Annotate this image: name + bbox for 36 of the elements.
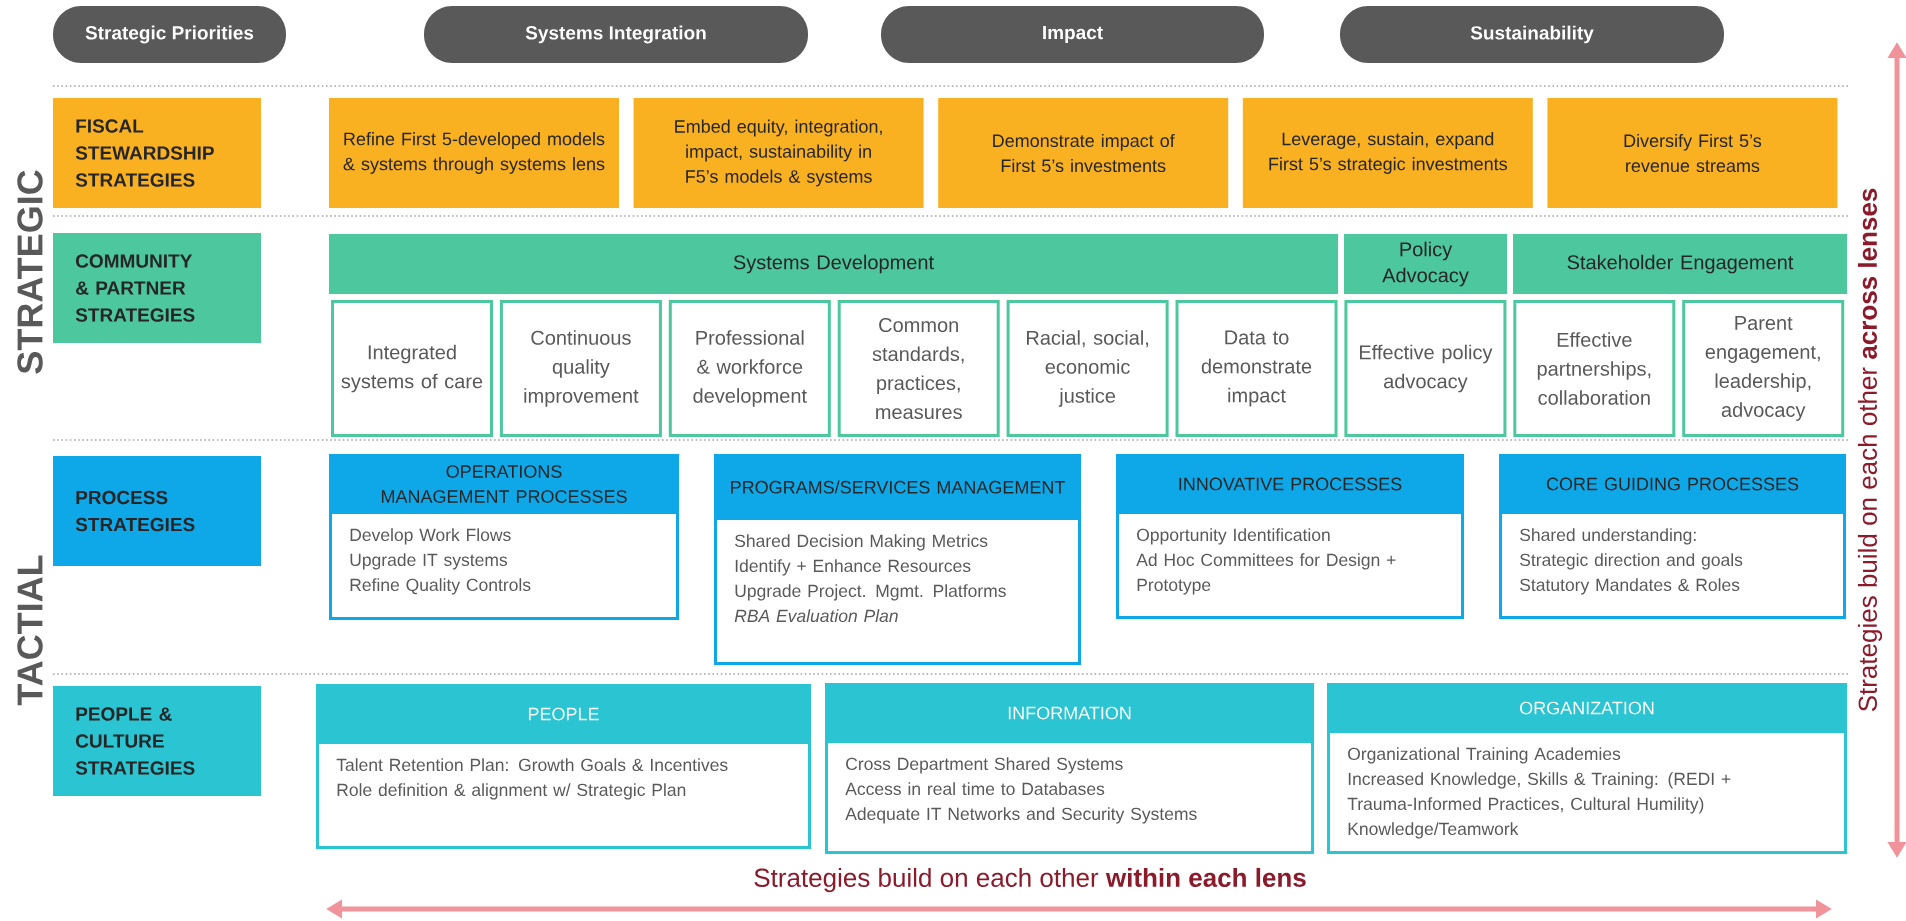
process-card: ORGANIZATION Organizational Training Academies Increased Knowledge, Skills & Training: (REDI + Trauma-Informed Practices, Cultural Humility) Knowledge/Teamwork <box>1327 683 1847 854</box>
row-heading-box: PROCESS STRATEGIES <box>53 456 261 566</box>
category-band: Policy Advocacy <box>1344 234 1507 294</box>
strategy-box: Racial, social, economic justice <box>1006 300 1169 437</box>
lens-label: STRATEGIC <box>17 170 43 374</box>
strategy-box: Effective policy advocacy <box>1344 300 1507 437</box>
priority-pill: Systems Integration <box>424 6 808 63</box>
process-card: OPERATIONS MANAGEMENT PROCESSES Develop Work Flows Upgrade IT systems Refine Quality Controls <box>329 454 679 620</box>
strategy-box: Embed equity, integration, impact, sustainability in F5’s models & systems <box>633 98 924 208</box>
strategy-box: Diversify First 5’s revenue streams <box>1547 98 1838 208</box>
row-heading-box: FISCAL STEWARDSHIP STRATEGIES <box>53 98 261 208</box>
strategy-box: Parent engagement, leadership, advocacy <box>1682 300 1845 437</box>
row-heading-box: PEOPLE & CULTURE STRATEGIES <box>53 686 261 796</box>
process-card: PROGRAMS/SERVICES MANAGEMENT Shared Decision Making Metrics Identify + Enhance Resources Upgrade Project. Mgmt. Platforms RBA Evaluation Plan <box>714 454 1081 665</box>
lens-label: TACTIAL <box>17 555 43 706</box>
process-card: PEOPLE Talent Retention Plan: Growth Goals & Incentives Role definition & alignment w/ Strategic Plan <box>316 684 811 849</box>
process-card: CORE GUIDING PROCESSES Shared understanding: Strategic direction and goals Statutory Mandates & Roles <box>1499 454 1846 619</box>
priority-pill: Strategic Priorities <box>53 6 286 63</box>
row-heading-box: COMMUNITY & PARTNER STRATEGIES <box>53 233 261 343</box>
strategy-box: Leverage, sustain, expand First 5’s strategic investments <box>1242 98 1533 208</box>
category-band: Stakeholder Engagement <box>1513 234 1847 294</box>
strategy-box: Refine First 5-developed models & systems through systems lens <box>329 98 619 208</box>
strategy-box: Data to demonstrate impact <box>1175 300 1338 437</box>
strategy-box: Common standards, practices, measures <box>837 300 1000 437</box>
process-card: INNOVATIVE PROCESSES Opportunity Identification Ad Hoc Committees for Design + Prototype <box>1116 454 1464 619</box>
strategy-box: Professional & workforce development <box>668 300 831 437</box>
strategy-box: Integrated systems of care <box>331 300 493 437</box>
category-band: Systems Development <box>329 234 1338 294</box>
axis-note: Strategies build on each other across lenses <box>1857 188 1883 712</box>
process-card: INFORMATION Cross Department Shared Systems Access in real time to Databases Adequate IT Networks and Security Systems <box>825 683 1314 854</box>
axis-note: Strategies build on each other within each lens <box>754 867 1306 893</box>
strategy-box: Continuous quality improvement <box>499 300 662 437</box>
priority-pill: Sustainability <box>1340 6 1724 63</box>
priority-pill: Impact <box>881 6 1264 63</box>
strategy-box: Effective partnerships, collaboration <box>1513 300 1676 437</box>
strategy-box: Demonstrate impact of First 5’s investments <box>938 98 1229 208</box>
